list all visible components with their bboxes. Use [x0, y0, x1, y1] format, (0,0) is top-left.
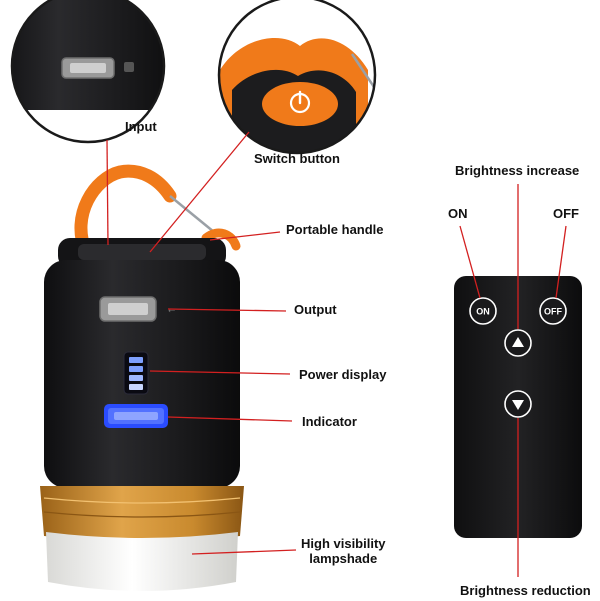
arrow-up-icon	[512, 337, 524, 347]
label-on: ON	[448, 206, 468, 221]
label-input: Input	[125, 119, 157, 134]
label-brightness-increase: Brightness increase	[455, 163, 580, 178]
label-lampshade-line1: High visibility	[301, 536, 386, 551]
off-button-text: OFF	[544, 307, 562, 317]
label-brightness-reduction: Brightness reduction	[460, 583, 591, 598]
on-button-text: ON	[476, 307, 490, 317]
label-lampshade-line2: lampshade	[309, 551, 378, 566]
label-switch-button: Switch button	[254, 151, 340, 166]
svg-text:⭠: ⭠	[168, 306, 175, 316]
arrow-down-icon	[512, 400, 524, 410]
label-power-display: Power display	[299, 367, 387, 382]
label-portable-handle: Portable handle	[286, 222, 384, 237]
on-button	[469, 297, 497, 325]
label-off: OFF	[553, 206, 579, 221]
leader-lines	[106, 131, 567, 577]
label-lampshade: High visibility lampshade	[301, 536, 386, 566]
portable-handle	[74, 164, 177, 259]
switch-zoom-circle	[217, 0, 377, 155]
lantern: ⭠	[40, 164, 244, 591]
off-button	[539, 297, 567, 325]
label-indicator: Indicator	[302, 414, 357, 429]
input-zoom-circle	[10, 0, 166, 144]
label-output: Output	[294, 302, 337, 317]
gold-band	[40, 486, 244, 541]
remote-control: ON OFF	[454, 276, 582, 538]
lampshade	[46, 532, 238, 591]
